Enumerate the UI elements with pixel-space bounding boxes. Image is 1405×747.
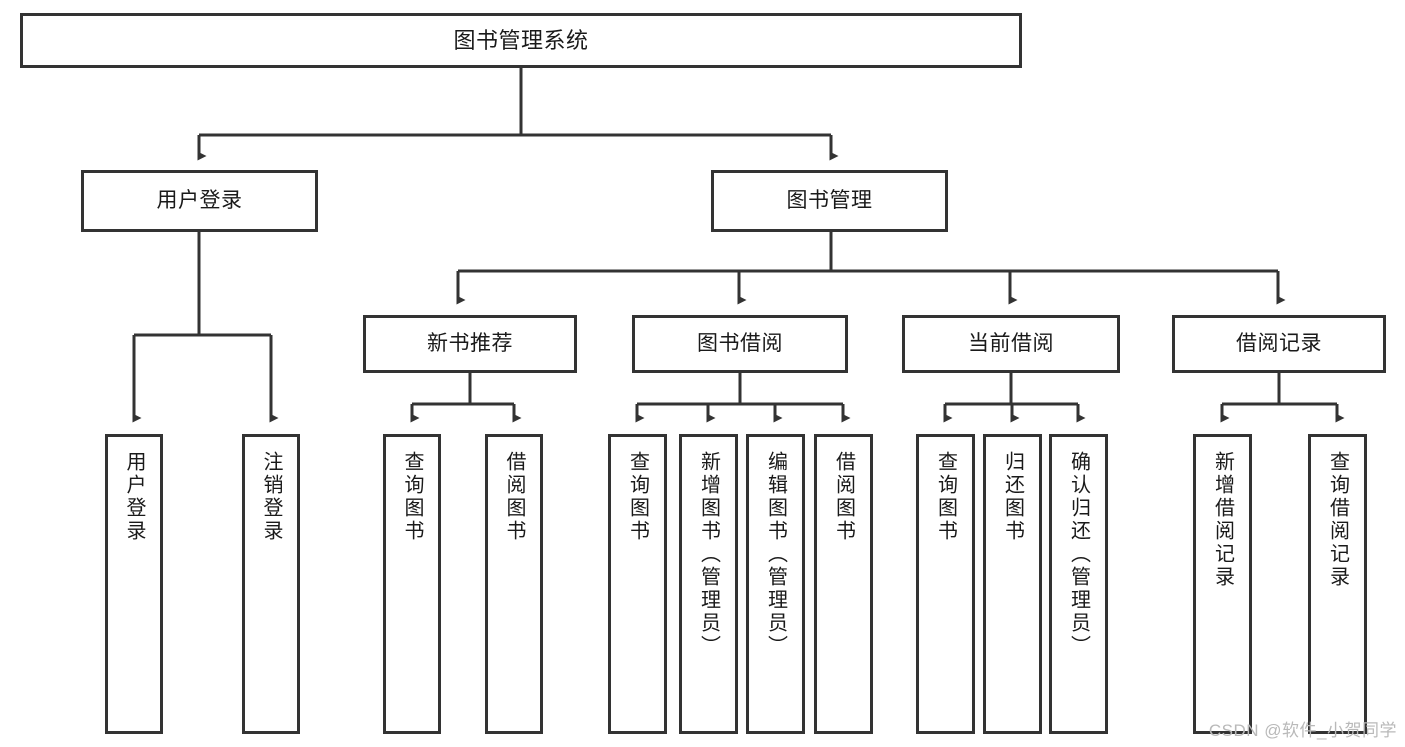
- node-leaf-add-borrow-record[interactable]: 新增借阅记录: [1193, 434, 1252, 734]
- node-leaf-add-borrow-record-label: 新增借阅记录: [1211, 451, 1234, 589]
- node-leaf-query-borrow-record[interactable]: 查询借阅记录: [1308, 434, 1367, 734]
- node-leaf-rec-borrow-book[interactable]: 借阅图书: [485, 434, 543, 734]
- node-leaf-edit-book-admin-label: 编辑图书（管理员）: [764, 451, 787, 658]
- node-book-borrow-label: 图书借阅: [697, 331, 783, 355]
- node-user-login[interactable]: 用户登录: [81, 170, 318, 232]
- node-leaf-current-query-book[interactable]: 查询图书: [916, 434, 975, 734]
- node-leaf-borrow-query-book-label: 查询图书: [626, 451, 649, 543]
- node-leaf-logout-label: 注销登录: [260, 451, 282, 543]
- node-book-borrow[interactable]: 图书借阅: [632, 315, 848, 373]
- node-new-book-recommend[interactable]: 新书推荐: [363, 315, 577, 373]
- node-leaf-borrow-book[interactable]: 借阅图书: [814, 434, 873, 734]
- node-leaf-borrow-book-label: 借阅图书: [832, 451, 855, 543]
- node-user-login-label: 用户登录: [156, 188, 243, 212]
- node-book-manage-label: 图书管理: [786, 188, 873, 212]
- node-leaf-logout[interactable]: 注销登录: [242, 434, 300, 734]
- node-leaf-add-book-admin[interactable]: 新增图书（管理员）: [679, 434, 738, 734]
- node-leaf-query-borrow-record-label: 查询借阅记录: [1326, 451, 1349, 589]
- node-leaf-user-login-label: 用户登录: [123, 451, 145, 543]
- node-root-label: 图书管理系统: [453, 27, 589, 53]
- node-leaf-user-login[interactable]: 用户登录: [105, 434, 163, 734]
- node-root[interactable]: 图书管理系统: [20, 13, 1022, 68]
- node-borrow-record-label: 借阅记录: [1236, 331, 1322, 355]
- node-leaf-rec-query-book-label: 查询图书: [401, 451, 423, 543]
- node-leaf-rec-borrow-book-label: 借阅图书: [503, 451, 525, 543]
- node-book-manage[interactable]: 图书管理: [711, 170, 948, 232]
- node-leaf-return-book[interactable]: 归还图书: [983, 434, 1042, 734]
- node-current-borrow-label: 当前借阅: [968, 331, 1054, 355]
- node-leaf-current-query-book-label: 查询图书: [934, 451, 957, 543]
- node-leaf-confirm-return-admin[interactable]: 确认归还（管理员）: [1049, 434, 1108, 734]
- node-leaf-return-book-label: 归还图书: [1001, 451, 1024, 543]
- watermark-text: CSDN @软件_小贺同学: [1208, 721, 1397, 740]
- node-leaf-add-book-admin-label: 新增图书（管理员）: [697, 451, 720, 658]
- node-leaf-borrow-query-book[interactable]: 查询图书: [608, 434, 667, 734]
- node-leaf-edit-book-admin[interactable]: 编辑图书（管理员）: [746, 434, 805, 734]
- node-leaf-rec-query-book[interactable]: 查询图书: [383, 434, 441, 734]
- node-current-borrow[interactable]: 当前借阅: [902, 315, 1120, 373]
- node-borrow-record[interactable]: 借阅记录: [1172, 315, 1386, 373]
- node-new-book-recommend-label: 新书推荐: [427, 331, 513, 355]
- node-leaf-confirm-return-admin-label: 确认归还（管理员）: [1067, 451, 1090, 658]
